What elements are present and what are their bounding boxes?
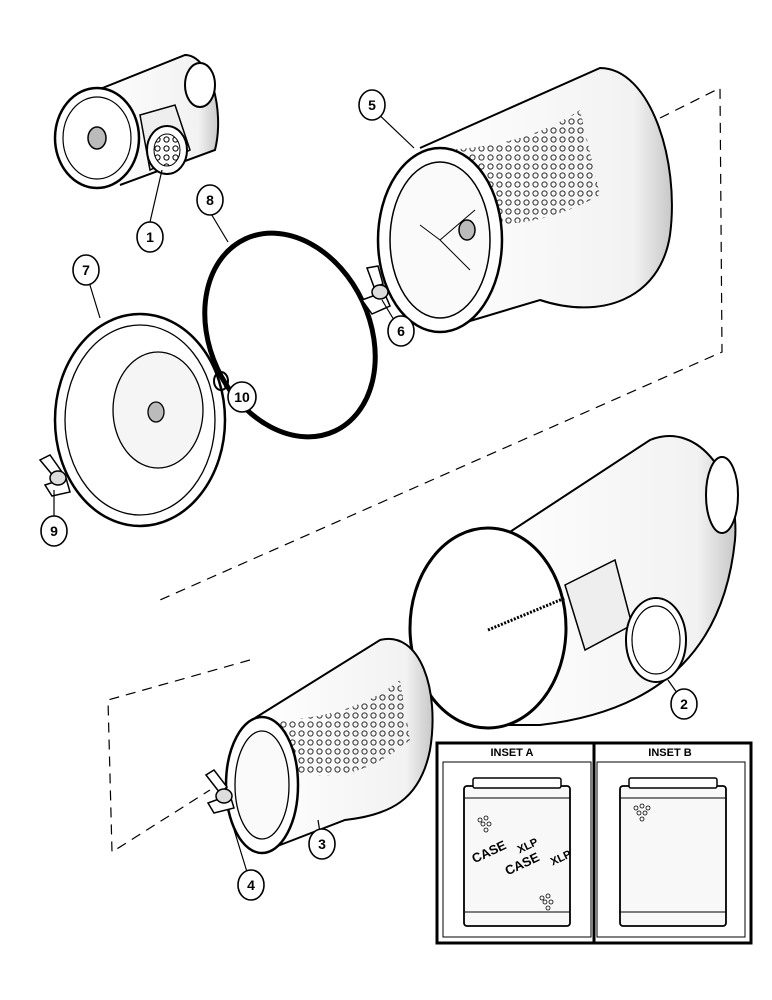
part-1-air-cleaner-assembly	[53, 53, 220, 190]
callout-5: 5	[358, 89, 386, 121]
callout-2: 2	[670, 688, 698, 720]
inset-b-perforations	[633, 803, 651, 822]
svg-text:1: 1	[146, 229, 154, 245]
dashed-assembly-line-lower	[107, 659, 251, 854]
callout-6: 6	[387, 315, 415, 347]
part-4-wing-nut	[204, 769, 235, 814]
part-5-outer-filter	[376, 66, 673, 334]
svg-text:9: 9	[50, 523, 58, 539]
inset-a: INSET A CASE XLP CASE XLP	[463, 747, 573, 927]
part-10-small-ring	[213, 371, 229, 391]
callout-9: 9	[40, 515, 68, 547]
callout-7: 7	[72, 254, 100, 286]
svg-text:6: 6	[397, 323, 405, 339]
part-6-wing-nut	[360, 265, 391, 315]
inset-b: INSET B	[619, 747, 727, 927]
callout-1: 1	[136, 221, 164, 253]
callout-3: 3	[308, 828, 336, 860]
svg-text:8: 8	[206, 192, 214, 208]
part-9-wing-nut	[38, 454, 71, 497]
svg-text:7: 7	[82, 262, 90, 278]
svg-text:3: 3	[318, 836, 326, 852]
inset-a-perforations	[477, 815, 554, 911]
svg-text:4: 4	[247, 877, 255, 893]
svg-text:2: 2	[680, 696, 688, 712]
dashed-assembly-line-upper	[159, 87, 723, 601]
callout-4: 4	[237, 869, 265, 901]
part-7-cover	[53, 312, 227, 528]
svg-text:5: 5	[368, 97, 376, 113]
callout-10: 10	[227, 381, 257, 413]
inset-b-title: INSET B	[648, 747, 691, 759]
svg-text:10: 10	[234, 389, 250, 405]
part-2-housing	[408, 435, 739, 730]
part-3-inner-filter	[224, 637, 434, 855]
callout-8: 8	[196, 184, 224, 216]
inset-a-title: INSET A	[491, 747, 534, 759]
